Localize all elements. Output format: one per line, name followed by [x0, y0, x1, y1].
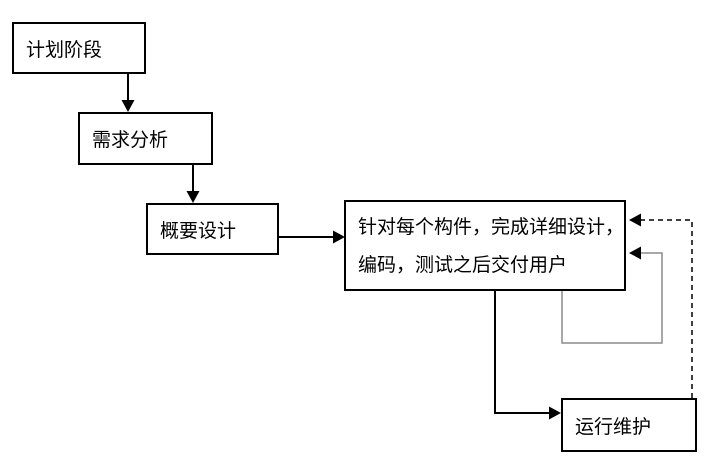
node-planning-phase-label: 计划阶段 [26, 39, 103, 61]
node-preliminary-design: 概要设计 [146, 203, 279, 255]
arrow-operation-feedback-dashed [629, 213, 693, 398]
arrow-component-self-loop [561, 246, 663, 344]
node-requirements-analysis-label: 需求分析 [92, 130, 169, 151]
node-requirements-analysis: 需求分析 [78, 112, 213, 165]
node-component-build-label-line2: 编码，测试之后交付用户 [358, 255, 568, 276]
arrow-preliminary-to-component [279, 230, 345, 244]
node-planning-phase: 计划阶段 [12, 22, 146, 74]
node-preliminary-design-label: 概要设计 [160, 220, 237, 242]
node-component-build: 针对每个构件，完成详细设计， 编码，测试之后交付用户 [344, 200, 626, 291]
arrow-component-to-operation [494, 291, 561, 420]
node-operation-maintenance-label: 运行维护 [575, 416, 652, 438]
node-operation-maintenance: 运行维护 [561, 398, 697, 452]
arrow-requirements-to-preliminary [186, 165, 200, 203]
arrow-planning-to-requirements [121, 74, 135, 112]
node-component-build-label-line1: 针对每个构件，完成详细设计， [358, 217, 625, 238]
